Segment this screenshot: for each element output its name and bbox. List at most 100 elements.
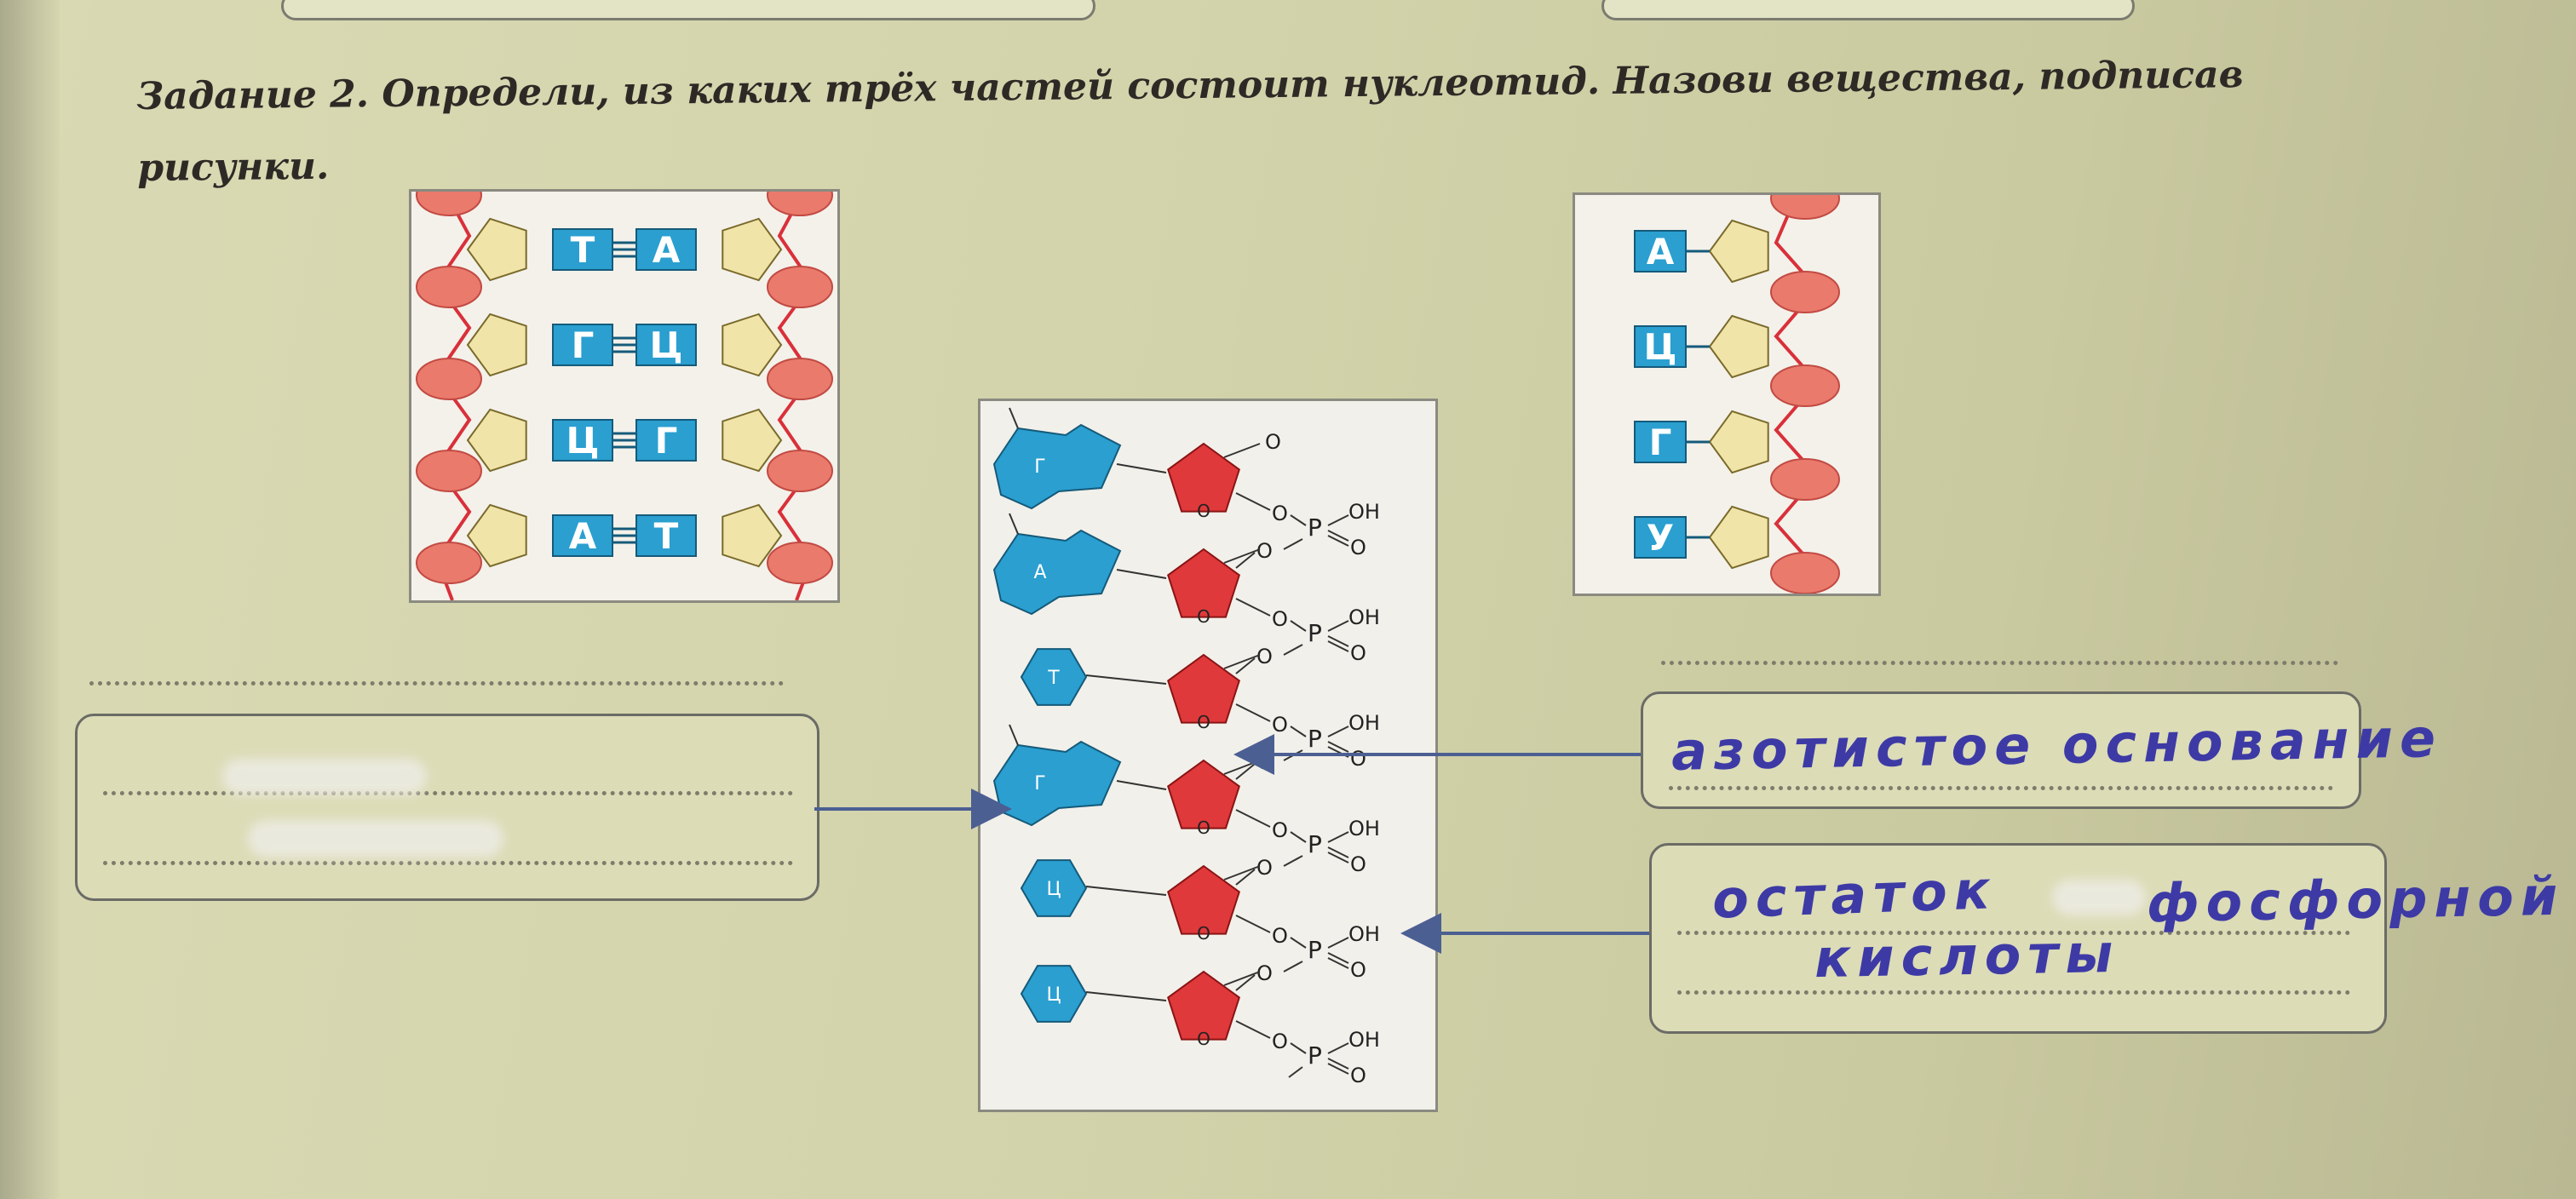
oxygen-label: O <box>1272 924 1288 948</box>
sugar <box>1167 442 1240 513</box>
bond <box>1290 514 1307 526</box>
bond <box>1327 957 1349 969</box>
base-letter: Т <box>1047 668 1060 689</box>
handwritten-answer-word-2: фосфорной <box>2146 864 2565 935</box>
hydroxyl-label: OH <box>1348 817 1380 840</box>
deoxyribose-left <box>466 503 527 568</box>
hydroxyl-label: OH <box>1348 711 1380 735</box>
phosphate-left <box>416 542 482 584</box>
sugar <box>1167 653 1240 724</box>
ring-oxygen: O <box>1197 1029 1210 1049</box>
deoxyribose-left <box>466 313 527 377</box>
bond <box>1283 749 1303 761</box>
base-letter: Ц <box>1046 984 1061 1006</box>
bond <box>1223 760 1261 775</box>
bond <box>1327 952 1349 964</box>
phosphate <box>1770 458 1840 501</box>
base-letter: Ц <box>1046 879 1061 900</box>
handwritten-answer-word-3: кислоты <box>1814 921 2120 990</box>
answer-line[interactable] <box>1669 786 2333 790</box>
base-letter: Г <box>1649 422 1672 463</box>
bond <box>1327 514 1349 526</box>
answer-line-dna[interactable] <box>89 681 784 686</box>
phosphorus-label: P <box>1308 513 1322 542</box>
glycosidic-bond <box>1116 463 1167 473</box>
base-letter: Т <box>654 515 679 557</box>
bond <box>1327 1058 1349 1070</box>
base-letter: Ц <box>1644 326 1677 368</box>
base-letter: Г <box>572 324 595 366</box>
bond <box>1009 407 1019 429</box>
hydroxyl-label: OH <box>1348 605 1380 629</box>
purine-base <box>992 423 1122 510</box>
bond <box>1223 654 1261 669</box>
sugar <box>1167 759 1240 829</box>
glycosidic-bond <box>1116 569 1167 579</box>
bond <box>1283 538 1303 550</box>
phosphate-left <box>416 358 482 400</box>
answer-line-rna[interactable] <box>1661 661 2338 665</box>
ribose <box>1708 314 1769 379</box>
ring-oxygen: O <box>1197 606 1210 627</box>
previous-answer-box <box>281 0 1095 20</box>
oxygen-label: O <box>1256 750 1273 774</box>
bond <box>1327 1063 1349 1075</box>
base-right <box>635 228 697 271</box>
phosphorus-label: P <box>1308 1041 1322 1070</box>
oxygen-label: O <box>1272 818 1288 842</box>
answer-line[interactable] <box>103 791 793 795</box>
base-letter: Г <box>655 420 678 462</box>
sugar <box>1167 970 1240 1041</box>
answer-line[interactable] <box>1677 990 2350 995</box>
bond <box>1327 846 1349 858</box>
bond <box>1223 971 1261 986</box>
bond <box>1290 620 1307 632</box>
oxygen-label: O <box>1350 747 1366 771</box>
base-left <box>552 419 613 462</box>
pyrimidine-base <box>1020 859 1088 917</box>
pyrimidine-base <box>1020 965 1088 1023</box>
bond <box>1235 915 1271 933</box>
phosphate <box>1770 177 1840 220</box>
bond <box>1290 726 1307 737</box>
oxygen-label: O <box>1272 713 1288 737</box>
bond <box>1235 974 1256 991</box>
bond <box>1327 635 1349 647</box>
answer-line[interactable] <box>103 861 793 865</box>
phosphorus-label: P <box>1308 725 1322 753</box>
bond <box>1235 869 1256 886</box>
deoxyribose-left <box>466 408 527 473</box>
task-text: Задание 2. Определи, из каких трёх часте… <box>136 53 2244 190</box>
base-letter: Ц <box>566 420 600 462</box>
base-right <box>635 514 697 557</box>
answer-line[interactable] <box>1677 931 2350 935</box>
ribose <box>1708 219 1769 284</box>
sugar <box>1167 864 1240 935</box>
purine-base <box>992 529 1122 616</box>
deoxyribose-right <box>722 313 783 377</box>
phosphate-right <box>767 358 833 400</box>
ribose <box>1708 505 1769 570</box>
base-letter: А <box>569 515 597 557</box>
base-letter: А <box>653 229 681 271</box>
bond <box>1235 492 1271 511</box>
phosphate-right <box>767 266 833 308</box>
previous-answer-box <box>1601 0 2135 20</box>
deoxyribose-right <box>722 503 783 568</box>
ring-oxygen: O <box>1197 818 1210 838</box>
base-left <box>552 324 613 366</box>
base-letter: А <box>1647 231 1675 272</box>
base <box>1634 516 1687 559</box>
phosphate-left <box>416 266 482 308</box>
base-right <box>635 324 697 366</box>
erased-writing <box>248 820 503 858</box>
phosphate-left <box>416 450 482 492</box>
glycosidic-bond <box>1085 991 1167 1001</box>
bond <box>1327 831 1349 843</box>
hydroxyl-label: OH <box>1348 1028 1380 1052</box>
oxygen-label: O <box>1265 430 1281 454</box>
erased-writing <box>2052 880 2146 915</box>
